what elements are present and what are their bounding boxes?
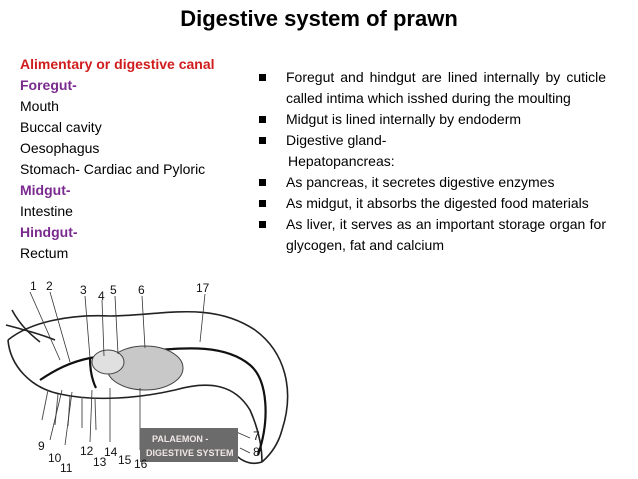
diagram-number: 3 <box>80 283 87 297</box>
bullet-item: As pancreas, it secretes digestive enzym… <box>256 172 606 193</box>
diagram-number: 6 <box>138 283 145 297</box>
hepatopancreas-shading <box>91 345 184 391</box>
bullet-square-icon <box>259 179 266 186</box>
bullet-square-icon <box>259 74 266 81</box>
diagram-number: 8 <box>253 445 260 459</box>
list-item: Oesophagus <box>20 140 100 156</box>
diagram-number: 11 <box>60 461 73 475</box>
diagram-caption-line1: PALAEMON - <box>152 434 208 444</box>
bullet-item: As midgut, it absorbs the digested food … <box>256 193 606 214</box>
list-item: Stomach- Cardiac and Pyloric <box>20 161 206 177</box>
list-item: Rectum <box>20 245 69 261</box>
list-heading: Alimentary or digestive canal <box>20 56 215 72</box>
hepatopancreas-label: Hepatopancreas: <box>288 153 395 169</box>
bullet-text: Midgut is lined internally by endoderm <box>286 111 522 127</box>
diagram-number: 1 <box>30 279 37 293</box>
diagram-number: 7 <box>253 429 260 443</box>
alimentary-canal-list: Alimentary or digestive canal Foregut- M… <box>20 54 250 264</box>
bullet-square-icon <box>259 116 266 123</box>
diagram-caption-box <box>140 428 238 462</box>
bullet-square-icon <box>259 200 266 207</box>
diagram-number: 13 <box>93 455 107 469</box>
hindgut-label: Hindgut- <box>20 224 78 240</box>
diagram-number: 4 <box>98 289 105 303</box>
diagram-caption-line2: DIGESTIVE SYSTEM <box>146 448 234 458</box>
midgut-label: Midgut- <box>20 182 71 198</box>
diagram-number: 9 <box>38 439 45 453</box>
bullet-square-icon <box>259 221 266 228</box>
diagram-number: 2 <box>46 279 53 293</box>
bullet-item: Digestive gland- <box>256 130 606 151</box>
bullet-text: As pancreas, it secretes digestive enzym… <box>286 174 555 190</box>
bullet-text: Digestive gland- <box>286 132 387 148</box>
bullet-text: As liver, it serves as an important stor… <box>286 216 606 253</box>
bullet-item: Midgut is lined internally by endoderm <box>256 109 606 130</box>
diagram-number: 5 <box>110 283 117 297</box>
list-item: Intestine <box>20 203 73 219</box>
bullet-list: Foregut and hindgut are lined internally… <box>256 67 606 256</box>
bullet-item: As liver, it serves as an important stor… <box>256 214 606 256</box>
list-item: Mouth <box>20 98 59 114</box>
diagram-number: 16 <box>134 457 148 471</box>
diagram-number: 14 <box>104 445 118 459</box>
bullet-square-icon <box>259 137 266 144</box>
diagram-number: 10 <box>48 451 62 465</box>
bullet-item: Foregut and hindgut are lined internally… <box>256 67 606 109</box>
diagram-number: 15 <box>118 453 132 467</box>
prawn-digestive-diagram: PALAEMON - DIGESTIVE SYSTEM 1 2 3 4 5 6 … <box>5 279 289 475</box>
list-item: Buccal cavity <box>20 119 102 135</box>
bullet-text: As midgut, it absorbs the digested food … <box>286 195 589 211</box>
foregut-label: Foregut- <box>20 77 77 93</box>
diagram-numbers: 1 2 3 4 5 6 17 9 10 11 12 13 14 15 16 7 … <box>30 279 260 475</box>
prawn-outline <box>5 309 289 465</box>
slide-title: Digestive system of prawn <box>180 6 458 31</box>
diagram-number: 12 <box>80 444 94 458</box>
diagram-number: 17 <box>196 281 210 295</box>
bullet-text: Foregut and hindgut are lined internally… <box>286 69 606 106</box>
